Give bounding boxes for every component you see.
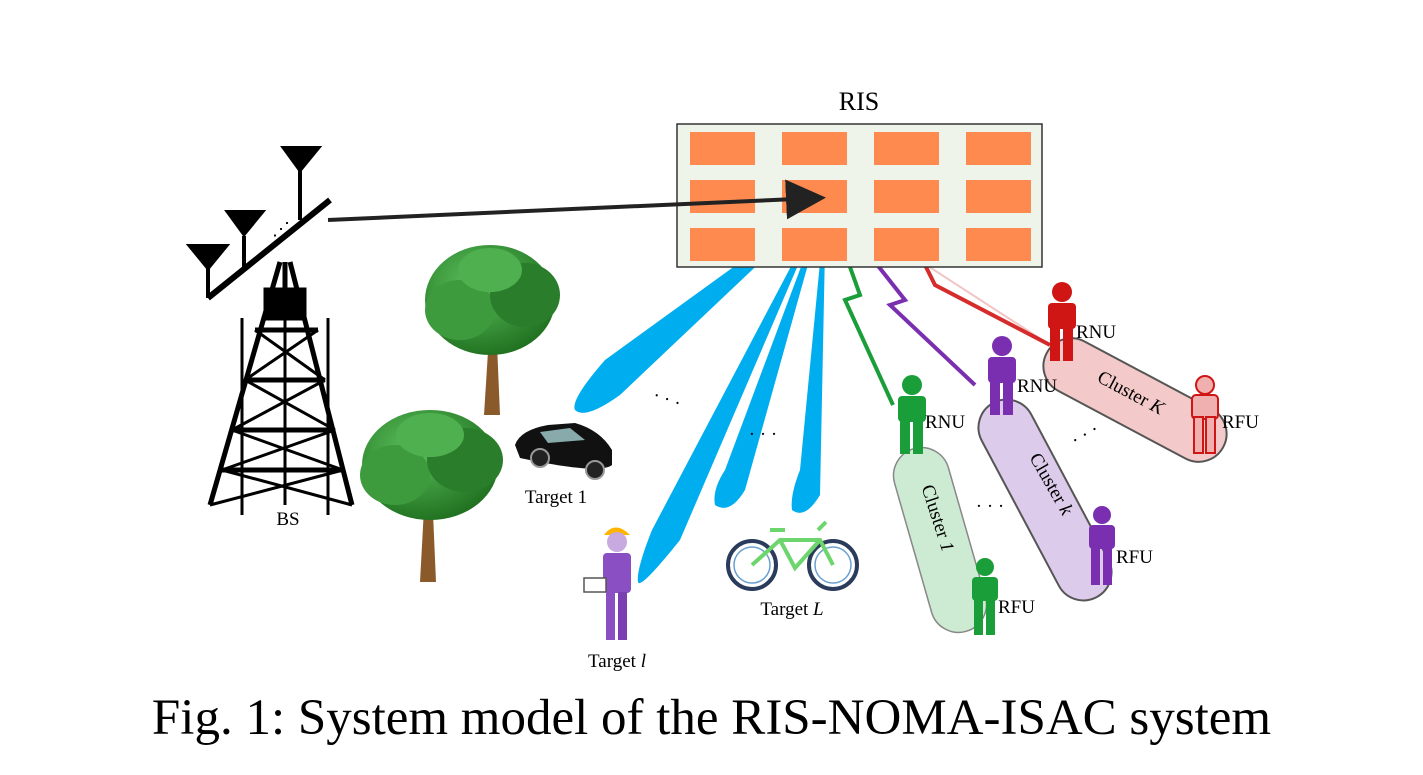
user-icon: [1048, 282, 1076, 361]
ris-elements: [690, 132, 1031, 261]
ris-label: RIS: [839, 87, 879, 116]
ellipsis: · · ·: [749, 424, 777, 445]
beam-target-L: [791, 200, 826, 513]
antenna-icon: [185, 146, 323, 298]
cluster-1-rfu-label: RFU: [998, 597, 1035, 618]
car-icon: [515, 423, 612, 480]
beam-target-mid: [714, 200, 826, 508]
cluster-K-capsule: [1042, 337, 1228, 463]
ellipsis: · · ·: [1068, 419, 1103, 451]
ellipsis: · · ·: [650, 385, 684, 414]
tree-icon: [425, 245, 560, 415]
sensing-beams: [574, 200, 826, 584]
system-model-diagram: RIS ⋰: [185, 87, 1259, 672]
cluster-k-rnu-label: RNU: [1017, 376, 1057, 397]
cluster-k-rfu-label: RFU: [1116, 547, 1153, 568]
user-icon: [988, 336, 1016, 415]
user-icon: [898, 375, 926, 454]
tower-icon: [207, 261, 355, 515]
cluster-K-rfu-label: RFU: [1222, 412, 1259, 433]
beam-target-l: [637, 200, 826, 584]
user-icon: [1191, 375, 1219, 454]
tree-icon: [360, 410, 503, 582]
user-icon: [1089, 506, 1115, 585]
ellipsis: · · ·: [976, 496, 1004, 517]
cluster-K-rnu-label: RNU: [1076, 322, 1116, 343]
ris-panel: RIS: [676, 87, 1043, 268]
user-icon: [972, 558, 998, 635]
target-1-label: Target 1: [525, 487, 587, 508]
figure-caption: Fig. 1: System model of the RIS-NOMA-ISA…: [151, 690, 1272, 746]
svg-text:⋰: ⋰: [272, 219, 290, 239]
bs-ris-link-arrow: [327, 179, 826, 222]
cluster-1-rnu-label: RNU: [925, 412, 965, 433]
bs-label: BS: [276, 509, 299, 530]
bicycle-icon: [726, 520, 859, 591]
base-station: ⋰ BS: [185, 146, 355, 530]
worker-icon: [583, 527, 631, 640]
target-L-label: Target L: [760, 599, 823, 620]
target-l-label: Target l: [588, 651, 646, 672]
